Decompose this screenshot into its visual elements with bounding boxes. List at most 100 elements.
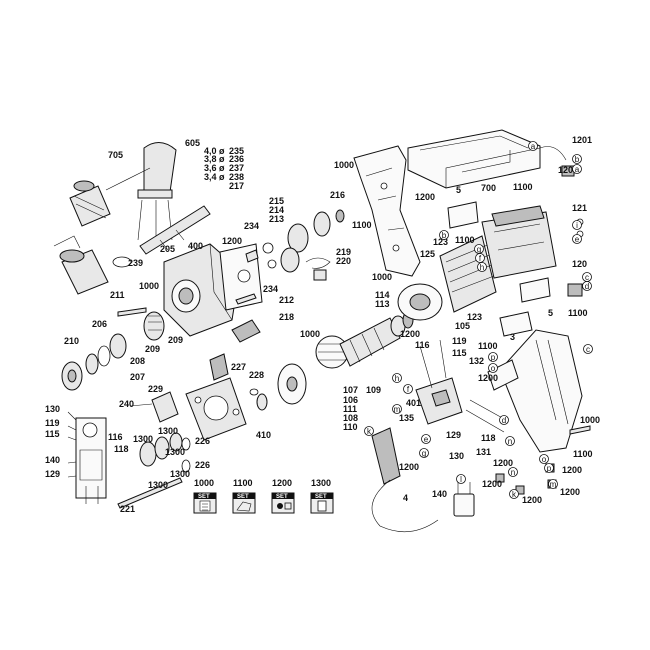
connector-tag-ring: [539, 454, 549, 464]
part-label: 129: [45, 469, 60, 479]
spindle: [112, 205, 211, 268]
connector-tag: f: [475, 253, 485, 263]
connector-tag-ring: [509, 489, 519, 499]
part-label: 237: [229, 163, 244, 173]
part-label: 210: [64, 336, 79, 346]
part-label: 123: [467, 312, 482, 322]
part-label: 3: [510, 332, 515, 342]
part-label: 235: [229, 146, 244, 156]
part-label: 118: [481, 433, 496, 443]
part-label: 3,4 ø: [204, 172, 225, 182]
part-label: 401: [406, 398, 421, 408]
set-small-parts-icon: [277, 502, 292, 510]
power-cord: [371, 427, 439, 533]
part-label: 208: [130, 356, 145, 366]
connector-tag-letter: c: [585, 273, 589, 282]
set-1200-header: SET: [276, 494, 288, 500]
connector-tag-letter: b: [442, 231, 447, 240]
part-label: 214: [269, 205, 284, 215]
connector-tag: e: [572, 234, 582, 244]
set-1200: 1200 SET: [271, 478, 295, 514]
connector-tag: h: [477, 262, 487, 272]
part-label: 129: [446, 430, 461, 440]
connector-tag-letter: k: [512, 490, 517, 499]
intermediate-flange: [185, 353, 247, 441]
part-label: 219: [336, 247, 351, 257]
connector-tag-ring: [582, 281, 592, 291]
part-label: 1200: [478, 373, 498, 383]
part-label: 120: [558, 165, 573, 175]
connector-tag-letter: c: [586, 345, 590, 354]
connector-tag-ring: [475, 253, 485, 263]
part-label: 1200: [222, 236, 242, 246]
set-1000-header: SET: [198, 494, 210, 500]
pins: [117, 249, 259, 317]
wiring-schematic: [67, 411, 107, 504]
set-1300: 1300 SET: [310, 478, 334, 514]
connector-tag: f: [403, 384, 413, 394]
part-label: 209: [168, 335, 183, 345]
set-1300-header: SET: [315, 494, 327, 500]
connector-tag: b: [572, 154, 582, 164]
part-label: 1300: [148, 480, 168, 490]
part-label: 119: [452, 336, 467, 346]
part-label: 132: [469, 356, 484, 366]
connector-tag-ring: [544, 463, 554, 473]
part-label: 238: [229, 172, 244, 182]
part-label: 239: [128, 258, 143, 268]
part-label: 1100: [455, 235, 475, 245]
part-label: 605: [185, 138, 200, 148]
connector-tag-ring: [505, 436, 515, 446]
connector-tag: h: [392, 373, 402, 383]
trigger-switch: [415, 339, 507, 433]
connector-tag-letter: d: [502, 416, 506, 425]
connector-tag-letter: a: [575, 165, 580, 174]
part-label: 213: [269, 214, 284, 224]
part-label: 108: [343, 413, 358, 423]
part-label: 218: [279, 312, 294, 322]
connector-tag-letter: a: [531, 142, 536, 151]
part-label: 3,6 ø: [204, 163, 225, 173]
part-label: 234: [263, 284, 278, 294]
connector-tag-letter: o: [542, 455, 547, 464]
connector-tag: n: [508, 467, 518, 477]
connector-tag-ring: [477, 262, 487, 272]
connector-tag-letter: h: [395, 374, 399, 383]
part-label: 121: [572, 203, 587, 213]
connector-tag-ring: [488, 363, 498, 373]
part-label: 115: [45, 429, 60, 439]
connector-tag: d: [582, 281, 592, 291]
part-label: 1300: [133, 434, 153, 444]
part-label: 1300: [165, 447, 185, 457]
part-label: 1100: [478, 341, 498, 351]
part-label: 1000: [139, 281, 159, 291]
connector-tag: g: [474, 244, 484, 254]
part-label: 1000: [580, 415, 600, 425]
handle-housing: [487, 329, 583, 453]
part-label: 227: [231, 362, 246, 372]
side-handle: [105, 142, 177, 242]
part-label: 4: [403, 493, 408, 503]
connector-tag-letter: g: [477, 245, 481, 254]
connector-tag: b: [439, 230, 449, 240]
part-label: 1200: [522, 495, 542, 505]
part-label: 1200: [415, 192, 435, 202]
carrying-case: [407, 129, 541, 189]
set-1300-code: 1300: [311, 478, 331, 488]
part-label: 120: [572, 259, 587, 269]
connector-tag-letter: n: [508, 437, 512, 446]
set-screws-icon: [199, 500, 211, 512]
connector-tag-letter: k: [367, 427, 372, 436]
set-bearings-icon: [317, 500, 327, 512]
connector-tag-letter: e: [424, 435, 429, 444]
part-label: 5: [548, 308, 553, 318]
part-label: 212: [279, 295, 294, 305]
part-label: 123: [433, 237, 448, 247]
part-label: 226: [195, 460, 210, 470]
part-label: 106: [343, 395, 358, 405]
connector-tag-ring: [583, 344, 593, 354]
part-label: 1100: [573, 449, 593, 459]
set-1000-code: 1000: [194, 478, 214, 488]
connector-tag-letter: l: [460, 475, 462, 484]
connector-tag-ring: [572, 164, 582, 174]
